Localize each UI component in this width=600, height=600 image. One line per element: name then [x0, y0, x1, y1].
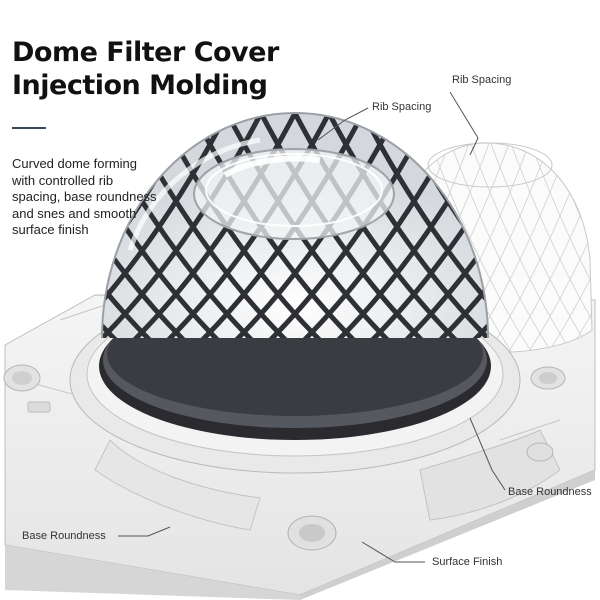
leader-base-roundness-right: [469, 417, 506, 491]
dome-rib: [505, 142, 592, 353]
page-title: Dome Filter Cover Injection Molding: [12, 36, 279, 102]
dome-rib: [485, 142, 592, 353]
dome-rib: [217, 113, 434, 338]
dome-rib: [425, 142, 551, 353]
dome-rib: [489, 142, 592, 353]
callout-leaders: [118, 91, 506, 563]
dome-rib: [465, 142, 591, 353]
callout-base-roundness-left: Base Roundness: [22, 530, 106, 542]
dome-rib: [525, 142, 592, 353]
dome-rib: [102, 113, 264, 338]
leader-rib-spacing-top: [449, 91, 479, 156]
title-line-2: Injection Molding: [12, 70, 268, 101]
callout-rib-spacing-top: Rib Spacing: [452, 74, 512, 86]
dome-rib: [183, 113, 400, 338]
callout-rib-spacing-mid: Rib Spacing: [372, 101, 432, 113]
dome-rib: [251, 113, 468, 338]
dome-rib: [285, 113, 488, 338]
dome-rib: [445, 142, 571, 353]
title-divider: [12, 127, 46, 129]
mounting-holes: [3, 364, 566, 551]
dome-rib: [509, 142, 592, 353]
dome-rib: [326, 113, 488, 338]
leader-rib-spacing-mid: [317, 107, 369, 141]
leader-base-roundness-left: [118, 526, 171, 537]
description-text: Curved dome forming with controlled rib …: [12, 156, 157, 237]
callout-surface-finish: Surface Finish: [432, 556, 503, 568]
dome-rib: [319, 113, 488, 338]
title-line-1: Dome Filter Cover: [12, 37, 279, 68]
leader-surface-finish: [361, 541, 425, 563]
dome-rib: [353, 113, 488, 338]
callout-base-roundness-right: Base Roundness: [508, 486, 592, 498]
